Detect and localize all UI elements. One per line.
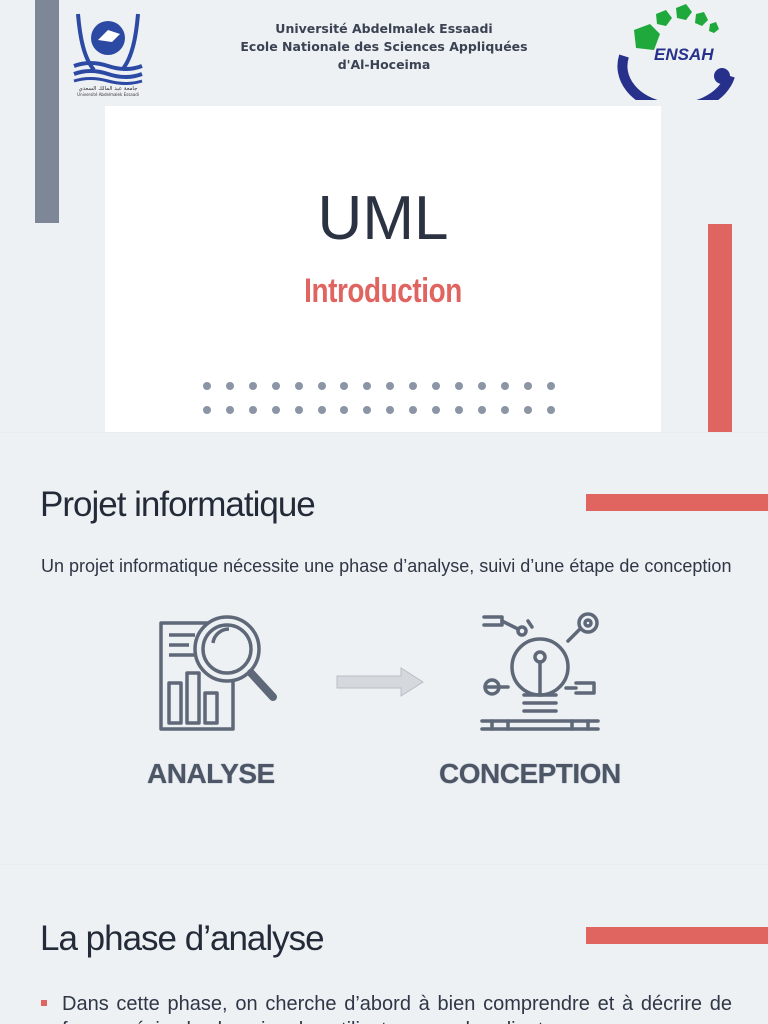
decorative-dot: [225, 406, 234, 414]
university-line-3: d'Al-Hoceima: [337, 57, 431, 72]
decorative-dot: [248, 382, 257, 390]
decorative-dot: [203, 406, 211, 414]
decorative-dot: [271, 382, 280, 390]
decorative-dot: [294, 382, 303, 390]
bullet-text: Dans cette phase, on cherche d’abord à b…: [62, 993, 732, 1024]
decorative-dot: [500, 382, 509, 390]
decorative-dot: [386, 382, 395, 390]
university-logo-icon: جامعة عبد المالك السعدي Université Abdel…: [73, 13, 143, 97]
decorative-dot-grid: [203, 382, 563, 422]
bullet-marker: [41, 1000, 47, 1006]
slide-paragraph: Un projet informatique nécessite une pha…: [41, 556, 732, 576]
conception-label: CONCEPTION: [439, 758, 621, 789]
decorative-dot: [363, 382, 372, 390]
decorative-dot: [477, 406, 486, 414]
title-card: [105, 106, 661, 432]
decorative-dot: [248, 406, 257, 414]
decorative-dot: [363, 406, 372, 414]
projet-informatique-slide: Projet informatique Un projet informatiq…: [0, 433, 768, 864]
phase-analyse-slide: La phase d’analyse Dans cette phase, on …: [0, 865, 768, 1024]
decorative-dot: [203, 382, 211, 390]
decorative-gray-bar: [35, 0, 59, 223]
university-line-1: Université Abdelmalek Essaadi: [275, 21, 493, 36]
slide-title: UML: [317, 184, 449, 253]
ensah-logo-text: ENSAH: [654, 45, 714, 64]
decorative-dot: [546, 406, 555, 414]
title-slide: جامعة عبد المالك السعدي Université Abdel…: [0, 0, 768, 432]
decorative-dot: [477, 382, 486, 390]
arrow-right-icon: [336, 667, 424, 697]
decorative-dot: [454, 382, 463, 390]
decorative-dot: [340, 406, 349, 414]
decorative-dot: [294, 406, 303, 414]
decorative-red-bar: [708, 224, 732, 432]
decorative-dot: [409, 406, 418, 414]
decorative-dot: [546, 382, 555, 390]
decorative-dot: [225, 382, 234, 390]
decorative-dot: [271, 406, 280, 414]
analyse-label: ANALYSE: [147, 758, 275, 789]
decorative-red-bar: [586, 494, 768, 511]
slide-heading: La phase d’analyse: [40, 919, 325, 958]
decorative-dot: [500, 406, 509, 414]
ensah-logo-icon: ENSAH: [617, 4, 735, 100]
university-header: Université Abdelmalek Essaadi Ecole Nati…: [200, 20, 568, 74]
decorative-dot: [317, 406, 326, 414]
decorative-dot: [523, 382, 532, 390]
decorative-red-bar: [586, 927, 768, 944]
decorative-dot: [317, 382, 326, 390]
slide-subtitle: Introduction: [304, 272, 462, 310]
decorative-dot: [523, 406, 532, 414]
decorative-dot: [454, 406, 463, 414]
decorative-dot: [432, 382, 440, 390]
analysis-magnifier-chart-icon: [159, 615, 277, 731]
decorative-dot: [340, 382, 349, 390]
decorative-dot: [432, 406, 440, 414]
lightbulb-gears-icon: [480, 612, 600, 731]
decorative-dot: [386, 406, 395, 414]
university-line-2: Ecole Nationale des Sciences Appliquées: [240, 39, 528, 54]
logo-left-caption: جامعة عبد المالك السعدي: [78, 86, 137, 92]
slide-heading: Projet informatique: [40, 485, 316, 524]
logo-left-subcaption: Université Abdelmalek Essaadi: [77, 92, 139, 97]
decorative-dot: [409, 382, 418, 390]
